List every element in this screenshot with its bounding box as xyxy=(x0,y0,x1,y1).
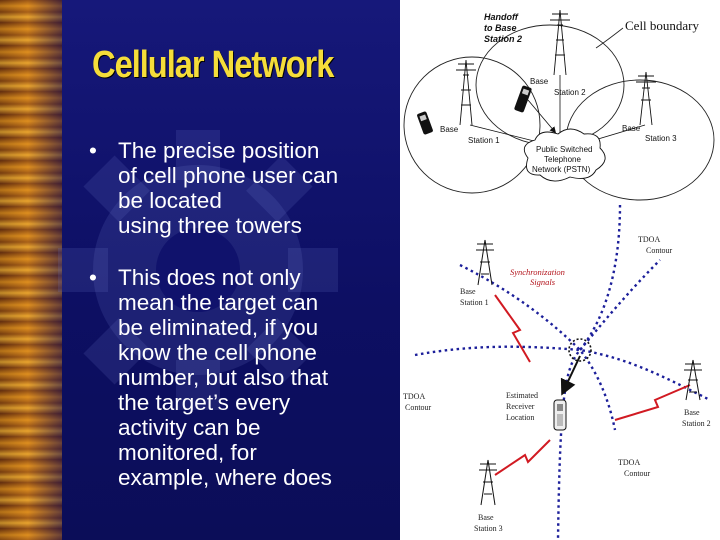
base-station-2-label: Base xyxy=(684,408,700,417)
pstn-label-line: Network (PSTN) xyxy=(532,165,591,174)
tdoa-contour-label: TDOA xyxy=(403,392,425,401)
left-panel: Cellular Network • The precise position … xyxy=(0,0,400,540)
base-station-1-label: Base xyxy=(460,287,476,296)
base-station-1-label: Station 1 xyxy=(460,298,489,307)
pstn-cloud xyxy=(523,128,606,182)
tower-icon xyxy=(550,9,570,76)
cell-phone-icon xyxy=(417,111,433,135)
tdoa-contour-label: TDOA xyxy=(618,458,640,467)
tdoa-contour-label: TDOA xyxy=(638,235,660,244)
bullet-line: be eliminated, if you xyxy=(118,315,319,340)
cell-boundary-label: Cell boundary xyxy=(625,18,700,33)
cellular-network-diagram: Handoff to Base Station 2 Cell boundary … xyxy=(403,9,715,540)
tdoa-contour-label: Contour xyxy=(646,246,673,255)
slide-title: Cellular Network xyxy=(92,44,334,86)
base-station-2-label: Base xyxy=(530,77,549,86)
base-station-3-label: Station 3 xyxy=(474,524,503,533)
bullet-point: • This does not only mean the target can… xyxy=(89,265,398,490)
base-station-1-label: Base xyxy=(440,125,459,134)
cell-boundary-1 xyxy=(403,56,541,194)
estimated-location-label: Receiver xyxy=(506,402,535,411)
tdoa-diagram: TDOA Contour Synchronization Signals Bas… xyxy=(403,204,711,540)
bullet-line: mean the target can xyxy=(118,290,319,315)
bullet-line: monitored, for xyxy=(118,440,257,465)
tdoa-contour-label: Contour xyxy=(624,469,651,478)
bullet-line: example, where does xyxy=(118,465,332,490)
bullet-marker: • xyxy=(89,265,97,290)
bullet-line: The precise position xyxy=(118,138,320,163)
base-station-1-label: Station 1 xyxy=(468,136,500,145)
location-arrow xyxy=(560,355,581,396)
tdoa-contours xyxy=(414,204,711,540)
bullet-line: be located xyxy=(118,188,222,213)
bullet-line: using three towers xyxy=(118,213,302,238)
cell-phone-icon xyxy=(514,85,532,113)
handoff-label-line: Station 2 xyxy=(484,34,522,44)
handoff-label-line: to Base xyxy=(484,23,517,33)
gear-watermark-icon xyxy=(58,130,338,410)
decorative-strip-shade xyxy=(0,0,62,540)
pstn-label-line: Public Switched xyxy=(536,145,592,154)
tdoa-contour-label: Contour xyxy=(405,403,432,412)
tower-icon xyxy=(476,239,494,286)
base-station-2-label: Station 2 xyxy=(682,419,711,428)
bullet-line: number, but also that xyxy=(118,365,329,390)
pstn-label-line: Telephone xyxy=(544,155,581,164)
bullet-line: activity can be xyxy=(118,415,261,440)
sync-signal-lines xyxy=(494,294,691,476)
estimated-location-marker xyxy=(568,338,592,362)
cell-boundary-pointer xyxy=(595,27,624,49)
tower-icon xyxy=(636,71,656,126)
bullet-line: This does not only xyxy=(118,265,301,290)
cell-phone-icon xyxy=(553,399,567,431)
handoff-diagram: Handoff to Base Station 2 Cell boundary … xyxy=(403,9,715,201)
bullet-line: know the cell phone xyxy=(118,340,317,365)
base-station-3-label: Base xyxy=(478,513,494,522)
estimated-location-label: Location xyxy=(506,413,534,422)
sync-signals-label: Signals xyxy=(530,277,556,287)
handoff-label-line: Handoff xyxy=(484,12,519,22)
sync-signals-label: Synchronization xyxy=(510,267,565,277)
estimated-location-label: Estimated xyxy=(506,391,538,400)
base-station-3-label: Station 3 xyxy=(645,134,677,143)
base-station-2-label: Station 2 xyxy=(554,88,586,97)
tower-icon xyxy=(684,359,702,401)
bullet-marker: • xyxy=(89,138,97,163)
bullet-line: the target’s every xyxy=(118,390,291,415)
tower-icon xyxy=(479,459,497,506)
base-station-3-label: Base xyxy=(622,124,641,133)
bullet-line: of cell phone user can xyxy=(118,163,339,188)
bullet-point: • The precise position of cell phone use… xyxy=(89,138,398,238)
tower-icon xyxy=(456,59,476,126)
